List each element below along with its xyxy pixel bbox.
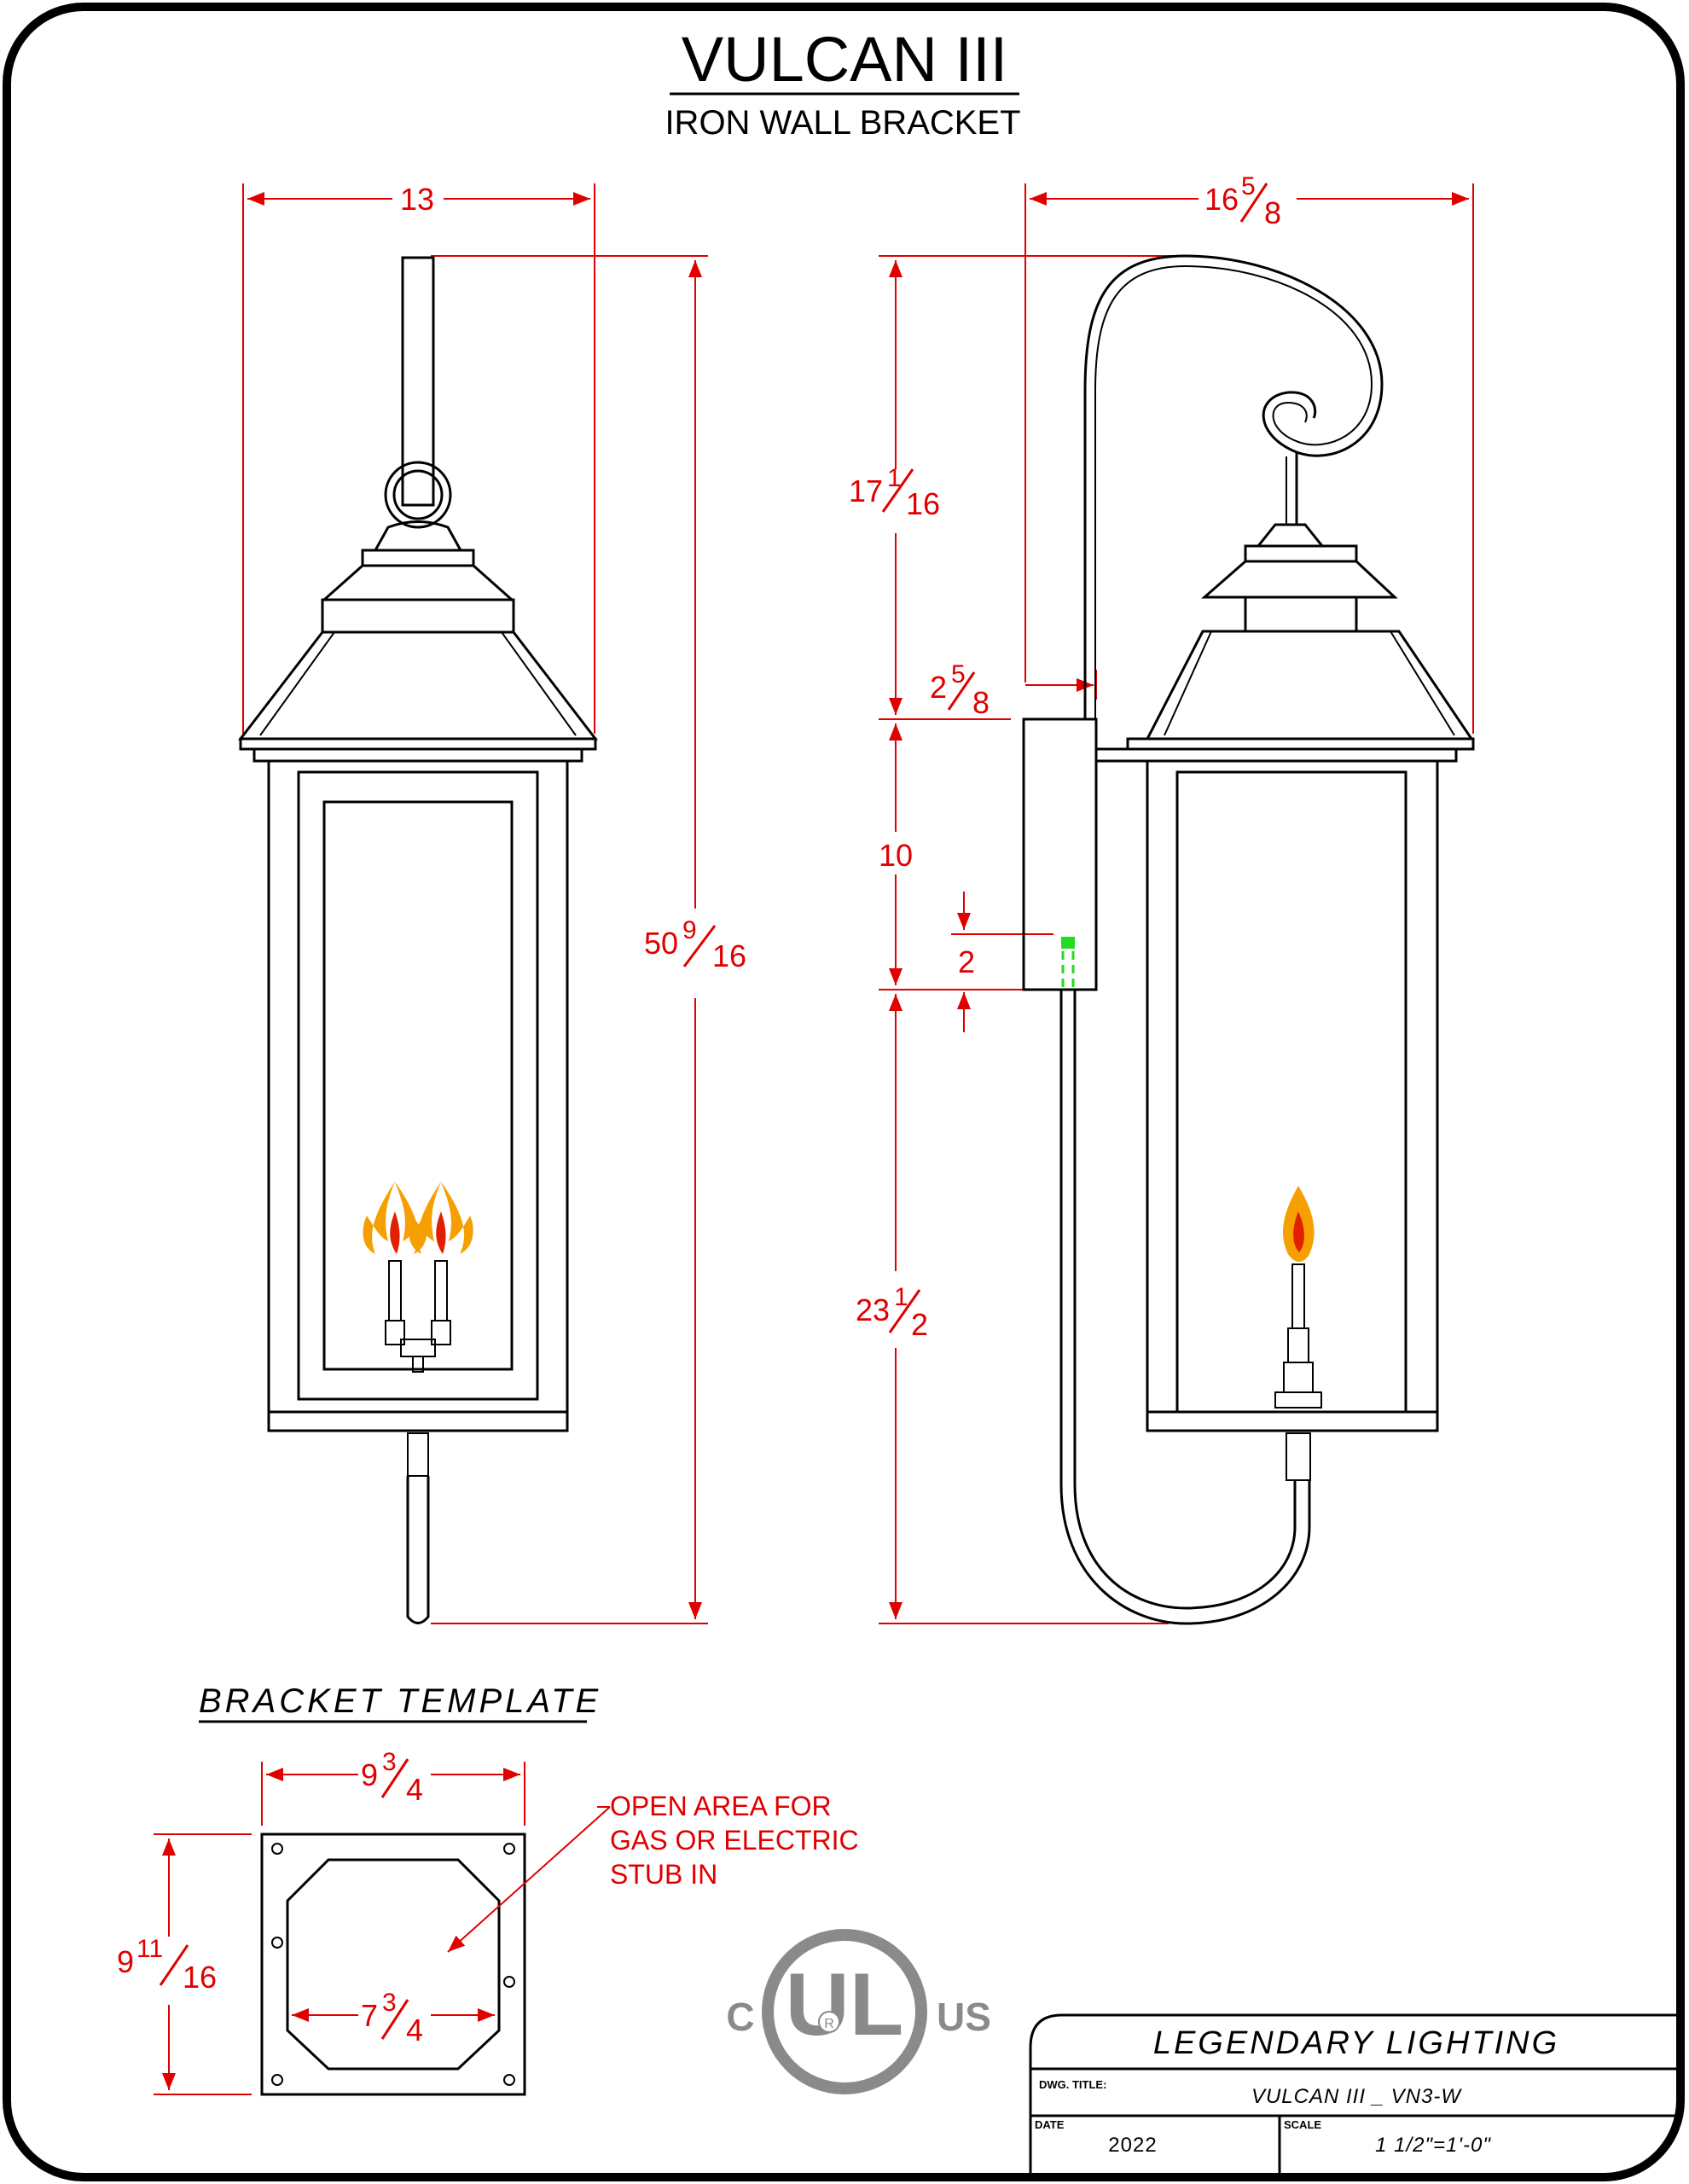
side-box-height: 10 — [879, 838, 913, 873]
drawing-title: VULCAN III — [682, 24, 1007, 95]
front-height-den: 16 — [712, 938, 746, 973]
drawing-subtitle: IRON WALL BRACKET — [665, 104, 1020, 142]
template-note-line1: OPEN AREA FOR — [610, 1791, 832, 1821]
sheet-border — [3, 3, 1685, 2181]
ul-us-letters: US — [937, 1995, 991, 2039]
template-note-line2: GAS OR ELECTRIC — [610, 1825, 859, 1856]
template-height-den: 16 — [183, 1960, 217, 1995]
template-width-whole: 9 — [361, 1757, 378, 1792]
flame-icon — [363, 1182, 427, 1254]
side-view: 16 5 8 17 1 16 10 23 1 2 2 5 8 — [849, 172, 1475, 1625]
template-inner-whole: 7 — [361, 1998, 378, 2033]
side-upper-whole: 17 — [849, 473, 883, 508]
side-upper-den: 16 — [906, 486, 940, 521]
bracket-template-label: BRACKET TEMPLATE — [199, 1682, 601, 1720]
template-width-den: 4 — [406, 1772, 423, 1807]
side-upper-num: 1 — [887, 464, 902, 492]
flame-icon — [1282, 1186, 1315, 1262]
template-height-whole: 9 — [117, 1944, 134, 1979]
title-block-dwg-title: VULCAN III _ VN3-W — [1251, 2085, 1462, 2108]
title-block-date: 2022 — [1108, 2134, 1157, 2157]
side-offset-whole: 2 — [930, 670, 947, 705]
template-width-num: 3 — [382, 1748, 397, 1776]
template-note-line3: STUB IN — [610, 1859, 717, 1890]
ul-certification-mark: C US UL R — [726, 1929, 991, 2094]
front-view: 13 50 9 16 — [237, 182, 746, 1624]
ul-center-letters: UL — [786, 1955, 904, 2054]
side-offset-den: 8 — [972, 685, 990, 720]
bracket-template: BRACKET TEMPLATE 9 3 4 9 11 16 7 3 — [117, 1682, 859, 2096]
title-block-scale: 1 1/2"=1'-0" — [1375, 2134, 1491, 2157]
template-height-num: 11 — [136, 1935, 163, 1963]
title-block: LEGENDARY LIGHTING DWG. TITLE: VULCAN II… — [1029, 2013, 1682, 2173]
title-block-scale-label: SCALE — [1284, 2118, 1321, 2131]
title-block-dwg-title-label: DWG. TITLE: — [1039, 2078, 1106, 2091]
front-width-label: 13 — [400, 182, 434, 217]
ul-c-letter: C — [726, 1995, 754, 2039]
side-lower-den: 2 — [911, 1307, 928, 1342]
side-width-num: 5 — [1241, 172, 1256, 200]
side-width-den: 8 — [1264, 195, 1281, 230]
flame-icon — [409, 1182, 473, 1254]
side-offset-num: 5 — [951, 660, 966, 688]
template-inner-den: 4 — [406, 2013, 423, 2048]
side-lower-num: 1 — [894, 1283, 908, 1311]
title-block-company: LEGENDARY LIGHTING — [1153, 2025, 1559, 2061]
title-block-date-label: DATE — [1035, 2118, 1065, 2131]
ul-registered-letter: R — [824, 2017, 834, 2031]
side-stub-label: 2 — [958, 944, 975, 979]
side-lower-whole: 23 — [856, 1292, 890, 1327]
front-height-num: 9 — [682, 916, 697, 944]
template-inner-num: 3 — [382, 1989, 397, 2017]
front-height-whole: 50 — [644, 926, 678, 961]
side-width-whole: 16 — [1204, 182, 1239, 217]
